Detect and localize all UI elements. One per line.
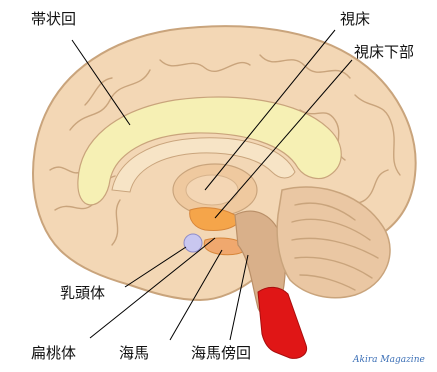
label-cingulate-gyrus: 帯状回 (31, 10, 76, 28)
label-hypothalamus: 視床下部 (354, 43, 414, 61)
mammillary-body (184, 234, 202, 252)
label-thalamus: 視床 (340, 10, 370, 28)
label-amygdala: 扁桃体 (31, 344, 76, 362)
spinal-cord (258, 287, 307, 358)
credit-watermark: Akira Magazine (352, 355, 425, 365)
label-parahippocampal-gyrus: 海馬傍回 (191, 344, 251, 362)
label-mammillary-body: 乳頭体 (60, 284, 105, 302)
label-hippocampus: 海馬 (119, 344, 149, 362)
